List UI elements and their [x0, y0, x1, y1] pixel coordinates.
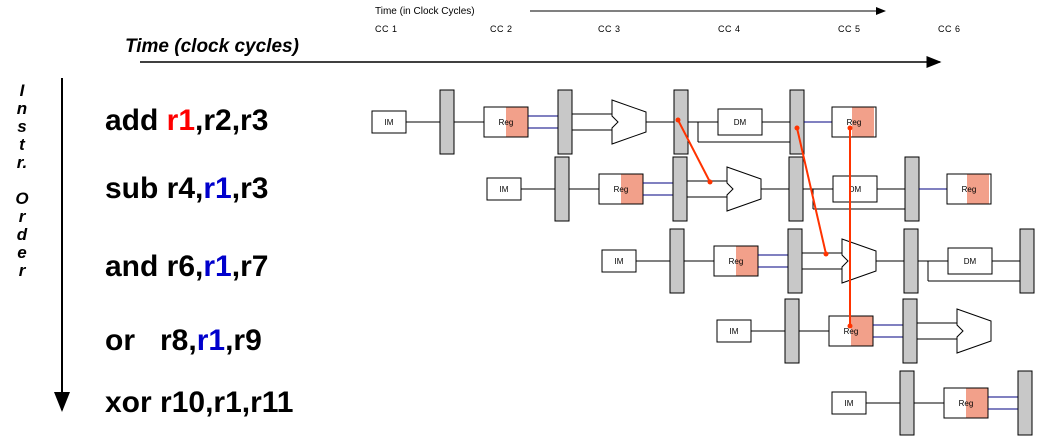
pipeline-register	[903, 228, 919, 294]
reg-outline	[598, 173, 644, 205]
forwarding-line	[796, 127, 827, 255]
pipeline-register	[787, 228, 803, 294]
pipeline-register	[1017, 370, 1033, 436]
instr-text: sub r4,	[105, 172, 204, 205]
forwarding-dot	[823, 251, 829, 257]
reg-fill	[621, 174, 643, 204]
pipeline-register	[904, 156, 920, 222]
reg-label: Reg	[962, 185, 977, 194]
dm-box	[717, 108, 763, 136]
reg-label: Reg	[959, 399, 974, 408]
order-letter: I	[19, 81, 25, 100]
reg-outline	[483, 106, 529, 138]
im-label: IM	[615, 257, 624, 266]
order-letter: O	[15, 189, 29, 208]
instr-text: or r8,	[105, 324, 197, 357]
dm-label: DM	[734, 118, 747, 127]
im-label: IM	[500, 185, 509, 194]
instr-text: and r6,	[105, 250, 204, 283]
instr-order-label: I n s t r. O r d e r	[12, 82, 32, 280]
instr-text: xor r10,r1,r11	[105, 386, 294, 419]
dm-label: DM	[849, 185, 862, 194]
forwarding-dot	[707, 179, 713, 185]
pipeline-register	[789, 89, 805, 155]
reg-label: Reg	[614, 185, 629, 194]
reg-label: Reg	[847, 118, 862, 127]
reg-fill	[966, 388, 988, 418]
order-letter: e	[17, 243, 27, 262]
instruction-xor: xor r10,r1,r11	[105, 386, 293, 420]
reg-fill	[506, 107, 528, 137]
forwarding-line	[677, 119, 711, 183]
reg-label: Reg	[729, 257, 744, 266]
pipeline-register	[439, 89, 455, 155]
cc-label-4: CC 4	[718, 24, 741, 34]
src-register: r1	[203, 250, 232, 283]
instr-text: ,r2,r3	[195, 104, 269, 137]
instruction-and: and r6,r1,r7	[105, 250, 268, 284]
instr-text: ,r7	[231, 250, 269, 283]
order-letter: s	[17, 117, 27, 136]
src-register: r1	[203, 172, 232, 205]
reg-outline	[946, 173, 992, 205]
cc-label-1: CC 1	[375, 24, 398, 34]
instruction-or: or r8,r1,r9	[105, 324, 262, 358]
reg-fill	[852, 107, 874, 137]
reg-outline	[831, 106, 877, 138]
forwarding-dot	[847, 125, 853, 131]
time-big-title: Time (clock cycles)	[125, 36, 299, 57]
reg-outline	[713, 245, 759, 277]
reg-fill	[736, 246, 758, 276]
order-letter: d	[16, 225, 28, 244]
time-small-title: Time (in Clock Cycles)	[375, 6, 475, 17]
forwarding-dot	[675, 117, 681, 123]
pipeline-register	[669, 228, 685, 294]
reg-label: Reg	[499, 118, 514, 127]
order-letter: r	[18, 207, 26, 226]
pipeline-register	[899, 370, 915, 436]
instr-text: add	[105, 104, 167, 137]
pipeline-register	[788, 156, 804, 222]
forwarding-dot	[794, 125, 800, 131]
alu-shape	[726, 166, 762, 212]
pipeline-register	[902, 298, 918, 364]
alu-shape	[611, 99, 647, 145]
dm-box	[947, 247, 993, 275]
src-register: r1	[196, 324, 226, 357]
im-label: IM	[730, 327, 739, 336]
dest-register: r1	[166, 104, 196, 137]
im-label: IM	[385, 118, 394, 127]
pipeline-register	[557, 89, 573, 155]
cc-label-3: CC 3	[598, 24, 621, 34]
pipeline-register	[1019, 228, 1035, 294]
dm-label: DM	[964, 257, 977, 266]
forwarding-dot	[847, 323, 853, 329]
pipeline-register	[554, 156, 570, 222]
instruction-add: add r1,r2,r3	[105, 104, 268, 138]
pipeline-register	[672, 156, 688, 222]
order-letter: r.	[16, 153, 28, 172]
order-letter: r	[18, 261, 26, 280]
im-label: IM	[845, 399, 854, 408]
cc-label-2: CC 2	[490, 24, 513, 34]
order-letter: t	[19, 135, 25, 154]
instruction-sub: sub r4,r1,r3	[105, 172, 268, 206]
reg-fill	[967, 174, 989, 204]
cc-label-6: CC 6	[938, 24, 961, 34]
instr-text: ,r9	[225, 324, 262, 357]
cc-label-5: CC 5	[838, 24, 861, 34]
pipeline-register	[673, 89, 689, 155]
alu-shape	[841, 238, 877, 284]
reg-fill	[851, 316, 873, 346]
instr-text: ,r3	[231, 172, 269, 205]
reg-outline	[943, 387, 989, 419]
order-letter: n	[16, 99, 28, 118]
alu-shape	[956, 308, 992, 354]
pipeline-register	[784, 298, 800, 364]
reg-label: Reg	[844, 327, 859, 336]
